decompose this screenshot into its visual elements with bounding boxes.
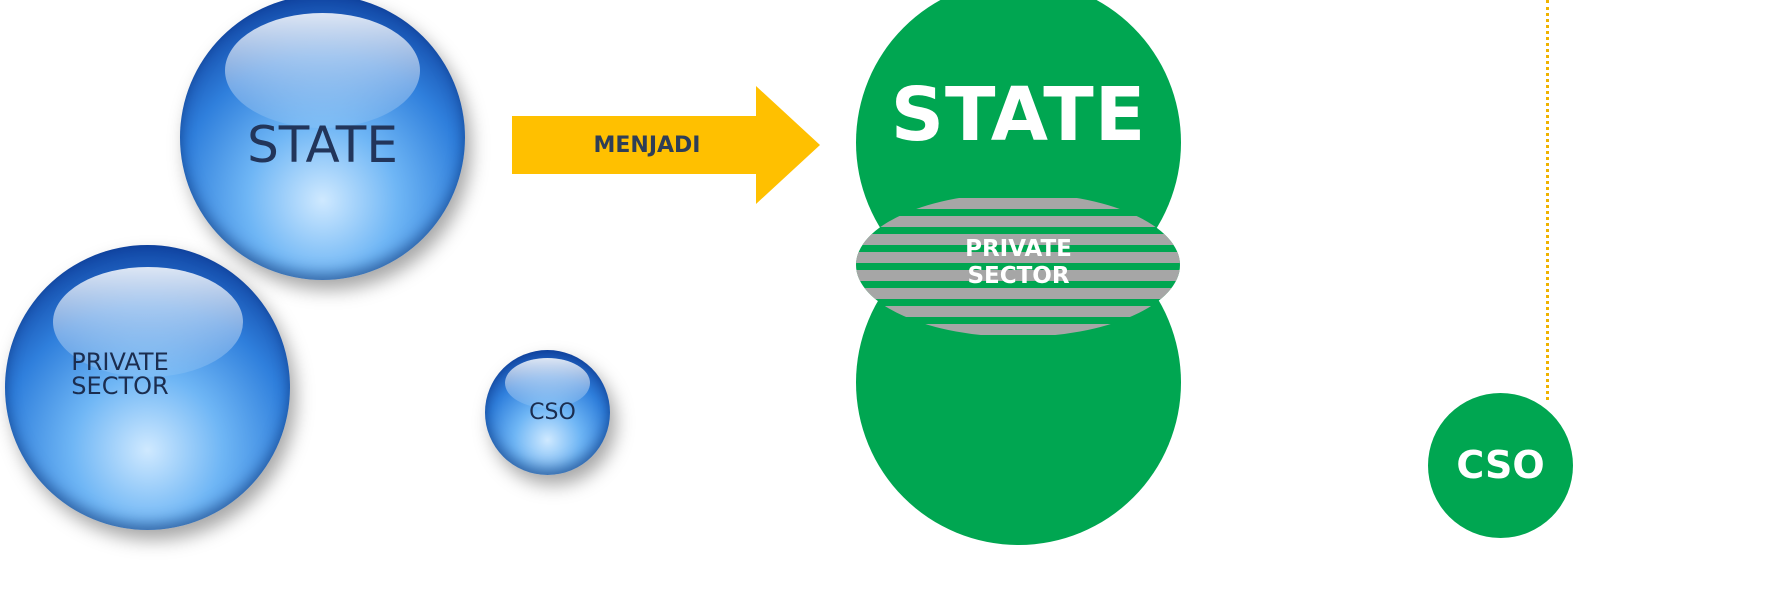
cso-sphere: CSO: [485, 350, 610, 475]
overlap-lens: [856, 193, 1180, 337]
arrow-head-icon: [756, 86, 820, 204]
private-sector-sphere: PRIVATE SECTOR: [5, 245, 290, 530]
private-label-line2: SECTOR: [71, 372, 169, 400]
state-sphere-highlight: [225, 13, 420, 128]
arrow-label: MENJADI: [593, 132, 701, 158]
cso-circle: [1428, 393, 1573, 538]
state-sphere: STATE: [180, 0, 465, 280]
dotted-accent-line: [1546, 0, 1549, 400]
arrow-shaft: [512, 116, 762, 174]
private-sector-sphere-highlight: [53, 267, 243, 377]
state-sphere-label: STATE: [247, 116, 398, 174]
cso-sphere-label: CSO: [529, 400, 576, 425]
private-sector-circle-label: PRIVATE SECTOR: [856, 236, 1181, 290]
state-circle-label: STATE: [890, 72, 1147, 158]
cso-sphere-highlight: [505, 358, 590, 408]
private-circle-line1: PRIVATE: [965, 236, 1072, 262]
private-sector-sphere-label: PRIVATE SECTOR: [5, 350, 290, 398]
cso-circle-label: CSO: [1456, 443, 1545, 487]
private-label-line1: PRIVATE: [71, 348, 169, 376]
private-circle-line2: SECTOR: [967, 263, 1070, 289]
